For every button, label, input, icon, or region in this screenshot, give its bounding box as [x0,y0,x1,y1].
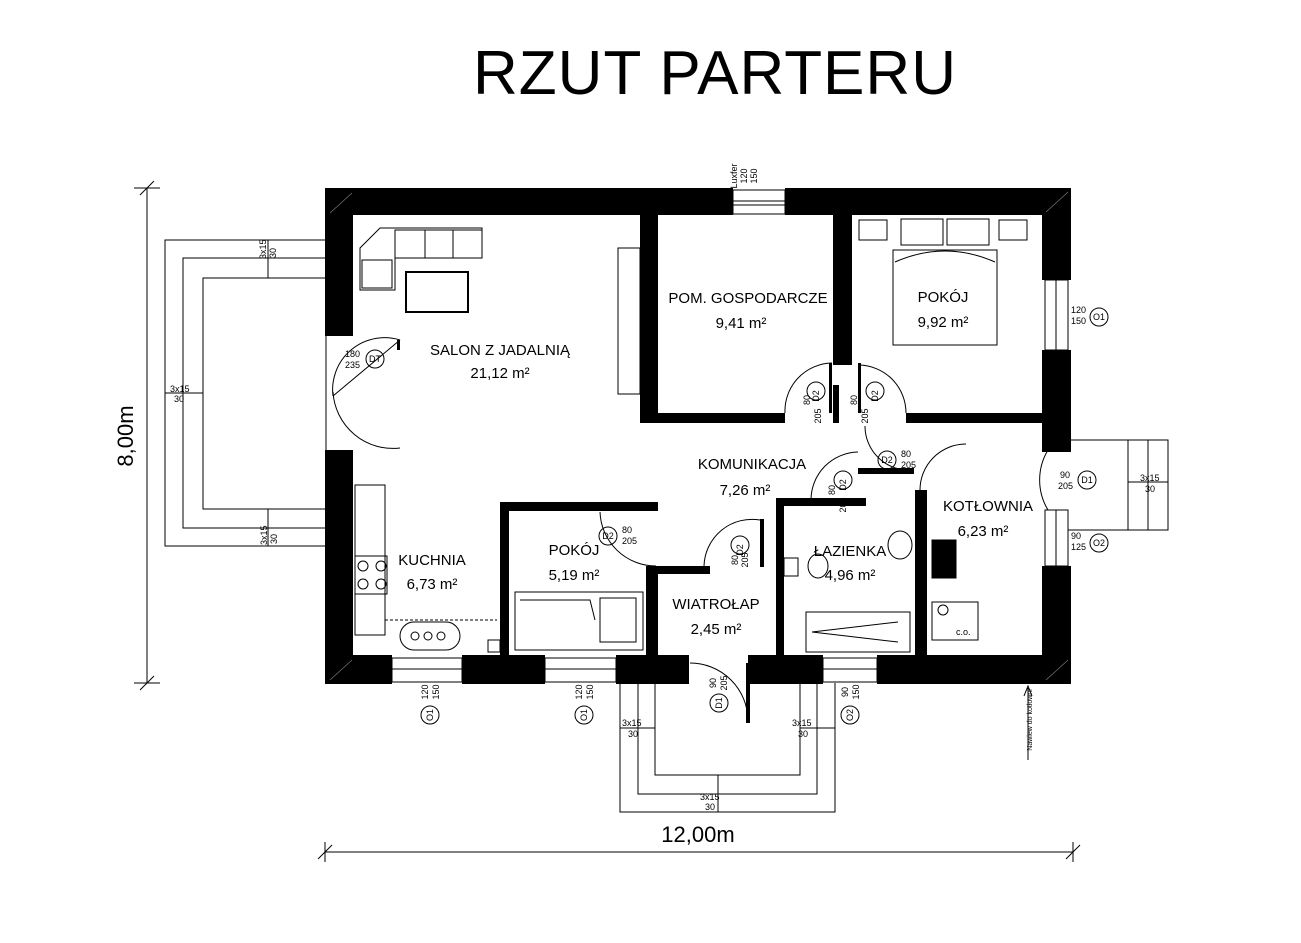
windows [325,189,1069,683]
door-tag-dt: DT [369,354,381,364]
room-salon-name: SALON Z JADALNIĄ [430,342,571,359]
o2-height: 125 [1071,542,1086,552]
room-labels: SALON Z JADALNIĄ 21,12 m² POM. GOSPODARC… [398,289,1033,638]
terrace-bottom [619,683,836,813]
d1-height: 205 [719,675,729,690]
room-lazienka-name: ŁAZIENKA [814,543,887,560]
room-kotlownia-name: KOTŁOWNIA [943,498,1033,515]
room-wiatrolap-name: WIATROŁAP [672,596,759,613]
terrace-left [164,239,327,547]
step-depth-label: 30 [174,394,184,404]
door-tag-d1: D1 [714,697,724,709]
room-pokoj2-area: 5,19 m² [549,567,600,584]
window-tag-o1: O1 [425,709,435,721]
o2-width: 90 [1071,531,1081,541]
vent-label: Nawiew do kotłowni [1027,689,1034,751]
exterior-walls [325,188,1071,684]
o2-height: 150 [851,684,861,699]
door-tag-d2: D2 [838,479,848,491]
o1-height: 150 [585,684,595,699]
o1-height: 150 [431,684,441,699]
door-tag-d1: D1 [1081,475,1093,485]
step-depth-label: 30 [268,248,278,258]
room-komunikacja-name: KOMUNIKACJA [698,456,806,473]
luxfer-height: 150 [749,168,759,183]
dimension-lines [134,180,1081,862]
room-kuchnia-name: KUCHNIA [398,552,466,569]
step-depth-label: 30 [798,729,808,739]
dt-width: 180 [345,349,360,359]
co-label: c.o. [956,627,971,637]
luxfer-label: Luxfer [729,163,739,188]
room-kotlownia-area: 6,23 m² [958,523,1009,540]
d2-height: 205 [813,408,823,423]
furniture [354,218,1028,653]
d2-width: 80 [730,555,740,565]
o1-width: 120 [420,684,430,699]
d2-width: 80 [622,525,632,535]
step-depth-label: 30 [269,534,279,544]
step-depth-label: 30 [705,802,715,812]
window-tag-o2: O2 [845,709,855,721]
d2-height: 205 [838,497,848,512]
step-label: 3x15 [259,525,269,545]
page-title: RZUT PARTERU [473,39,957,108]
step-label: 3x15 [1140,473,1160,483]
d2-height: 205 [860,408,870,423]
d2-width: 80 [849,395,859,405]
room-wiatrolap-area: 2,45 m² [691,621,742,638]
d2-height: 205 [740,552,750,567]
height-dimension: 8,00m [113,405,138,466]
d2-height: 205 [622,536,637,546]
d1-width: 90 [708,678,718,688]
window-tag-o1: O1 [579,709,589,721]
room-kuchnia-area: 6,73 m² [407,576,458,593]
room-pokoj1-name: POKÓJ [918,289,969,306]
d2-width: 80 [802,395,812,405]
d1-height: 205 [1058,481,1073,491]
dt-height: 235 [345,360,360,370]
room-pokoj1-area: 9,92 m² [918,314,969,331]
door-tag-d2: D2 [811,390,821,402]
step-depth-label: 30 [1145,484,1155,494]
door-tag-d2: D2 [602,531,614,541]
door-tag-d2: D2 [735,544,745,556]
step-label: 3x15 [622,718,642,728]
tag-texts: DT 180 235 D1 90 205 O1 120 150 O2 90 12… [345,163,1105,750]
luxfer-width: 120 [739,168,749,183]
door-leaves [397,340,861,723]
terrace-right [1068,439,1169,531]
step-label: 3x15 [170,384,190,394]
interior-walls [500,215,1042,655]
o1-width: 120 [1071,305,1086,315]
step-depth-label: 30 [628,729,638,739]
d2-height: 205 [901,460,916,470]
d2-width: 80 [901,449,911,459]
d1-width: 90 [1060,470,1070,480]
tags [365,307,1109,725]
o1-width: 120 [574,684,584,699]
width-dimension: 12,00m [661,822,734,847]
room-gospodarcze-name: POM. GOSPODARCZE [668,290,827,307]
o1-height: 150 [1071,316,1086,326]
d2-width: 80 [827,485,837,495]
room-pokoj2-name: POKÓJ [549,542,600,559]
step-label: 3x15 [258,239,268,259]
step-label: 3x15 [700,792,720,802]
room-lazienka-area: 4,96 m² [825,567,876,584]
o2-width: 90 [840,687,850,697]
door-tag-d2: D2 [881,455,893,465]
room-gospodarcze-area: 9,41 m² [716,315,767,332]
window-tag-o1: O1 [1093,312,1105,322]
window-tag-o2: O2 [1093,538,1105,548]
door-tag-d2: D2 [870,390,880,402]
room-salon-area: 21,12 m² [470,365,529,382]
room-komunikacja-area: 7,26 m² [720,482,771,499]
step-label: 3x15 [792,718,812,728]
